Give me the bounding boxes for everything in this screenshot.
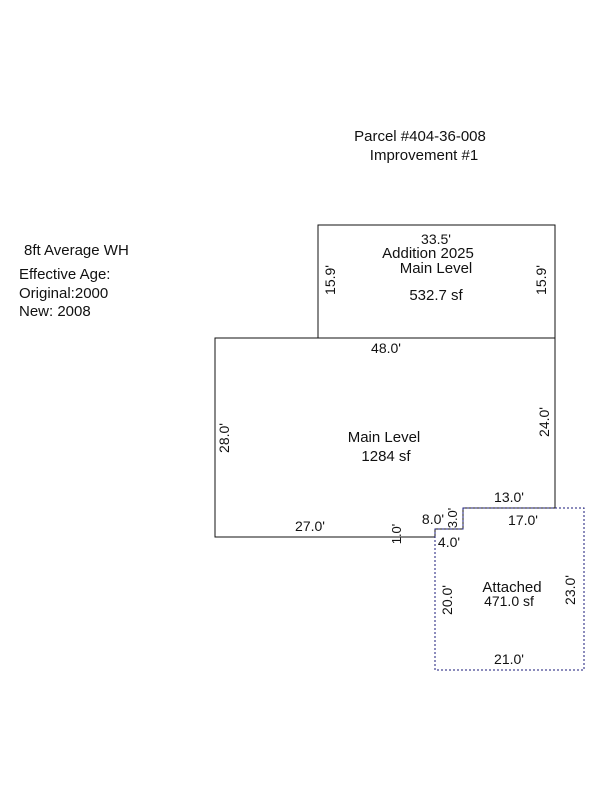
- attached-notch-dimension: 4.0': [438, 534, 460, 550]
- addition-left-dimension: 15.9': [322, 265, 338, 295]
- new-year: New: 2008: [19, 303, 91, 320]
- attached-right-dimension: 23.0': [562, 575, 578, 605]
- addition-name: Addition 2025: [382, 245, 474, 262]
- effective-age-label: Effective Age:: [19, 266, 110, 283]
- wall-height-note: 8ft Average WH: [24, 242, 129, 259]
- main-notch-dimension: 13.0': [494, 489, 524, 505]
- addition-area: 532.7 sf: [409, 287, 463, 304]
- addition-right-dimension: 15.9': [533, 265, 549, 295]
- parcel-number: Parcel #404-36-008: [354, 128, 486, 145]
- improvement-number: Improvement #1: [370, 147, 478, 164]
- attached-left-dimension: 20.0': [439, 585, 455, 615]
- main-top-dimension: 48.0': [371, 340, 401, 356]
- addition-top-dimension: 33.5': [421, 231, 451, 247]
- attached-bottom-dimension: 21.0': [494, 651, 524, 667]
- main-step-down-dimension: 1.0': [389, 524, 404, 545]
- main-step-run-dimension: 8.0': [422, 511, 444, 527]
- attached-name: Attached: [482, 579, 541, 596]
- attached-area: 471.0 sf: [484, 593, 534, 609]
- main-step-up-dimension: 3.0': [445, 508, 460, 529]
- main-left-dimension: 28.0': [216, 423, 232, 453]
- main-level-area: 1284 sf: [361, 448, 411, 465]
- original-year: Original:2000: [19, 285, 108, 302]
- attached-outline: [434, 507, 585, 671]
- addition-level: Main Level: [400, 260, 473, 277]
- main-right-dimension: 24.0': [536, 407, 552, 437]
- attached-top-dimension: 17.0': [508, 512, 538, 528]
- main-bottom-dimension: 27.0': [295, 518, 325, 534]
- main-level-name: Main Level: [348, 429, 421, 446]
